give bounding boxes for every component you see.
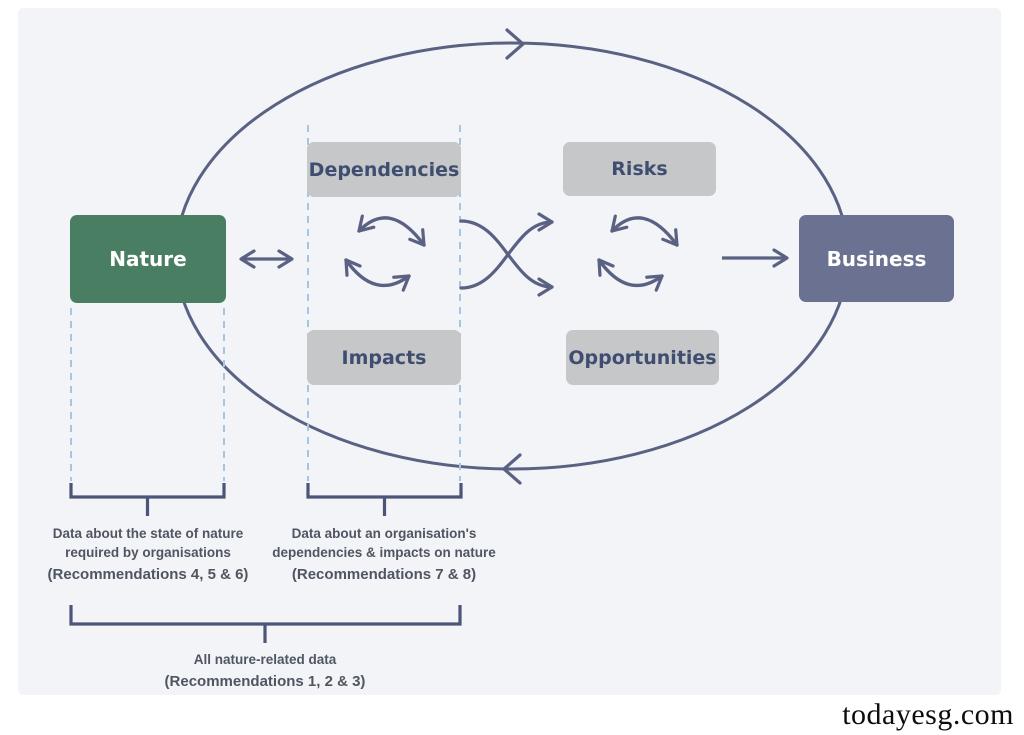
impacts-node: Impacts bbox=[307, 330, 461, 385]
opportunities-node-label: Opportunities bbox=[568, 346, 717, 369]
annotation-line: dependencies & impacts on nature bbox=[272, 545, 496, 560]
risks-node-label: Risks bbox=[611, 158, 668, 180]
annotation-line: required by organisations bbox=[65, 545, 231, 560]
annotation-recommendations: (Recommendations 4, 5 & 6) bbox=[47, 566, 249, 583]
impacts-node-label: Impacts bbox=[341, 346, 427, 369]
annotation-dependencies-impacts: Data about an organisation's dependencie… bbox=[254, 524, 514, 584]
annotation-line: Data about an organisation's bbox=[291, 526, 477, 541]
crossing-swap-arrows-icon bbox=[459, 212, 554, 297]
grouping-brackets bbox=[69, 483, 463, 643]
nature-node-label: Nature bbox=[109, 247, 187, 271]
bracket-deps-impacts bbox=[306, 483, 463, 499]
flow-bottom-arrowhead-icon bbox=[502, 453, 522, 485]
cycle-arrows-right-icon bbox=[597, 214, 679, 292]
annotation-line: All nature-related data bbox=[193, 652, 337, 667]
annotation-line: Data about the state of nature bbox=[52, 526, 244, 541]
nature-node: Nature bbox=[70, 215, 226, 303]
watermark-todayesg: todayesg.com bbox=[842, 698, 1014, 731]
cycle-arrows-left-icon bbox=[344, 214, 426, 292]
opportunities-node: Opportunities bbox=[566, 330, 719, 385]
risks-node: Risks bbox=[563, 142, 716, 196]
business-node-label: Business bbox=[826, 246, 927, 271]
annotation-recommendations: (Recommendations 1, 2 & 3) bbox=[164, 673, 366, 690]
business-node: Business bbox=[799, 215, 954, 302]
annotation-state-of-nature: Data about the state of nature required … bbox=[18, 524, 278, 584]
bracket-state-of-nature bbox=[69, 483, 226, 499]
dependencies-node-label: Dependencies bbox=[308, 158, 460, 181]
diagram-background-panel bbox=[18, 8, 1001, 695]
dependencies-node: Dependencies bbox=[307, 142, 461, 197]
annotation-recommendations: (Recommendations 7 & 8) bbox=[291, 566, 477, 583]
annotation-all-nature-data: All nature-related data (Recommendations… bbox=[135, 650, 395, 691]
flow-top-arrowhead-icon bbox=[505, 28, 525, 60]
dashed-guide-lines bbox=[70, 125, 461, 481]
bracket-all-data bbox=[69, 605, 462, 626]
